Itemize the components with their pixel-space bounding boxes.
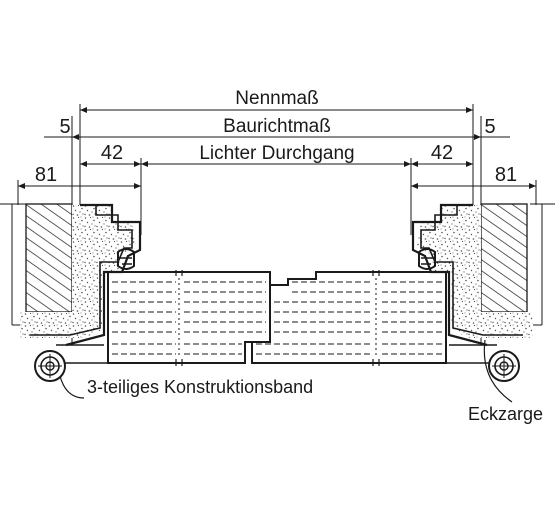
hinge-leader-line (59, 375, 85, 399)
right-masonry-wall (480, 203, 528, 313)
right-42-label: 42 (431, 142, 453, 164)
right-door-leaf (251, 271, 447, 364)
lichter-durchgang-label: Lichter Durchgang (199, 143, 354, 164)
frame-leader-line (483, 339, 513, 403)
right-81-label: 81 (495, 164, 517, 186)
left-42-label: 42 (101, 142, 123, 164)
left-hinge (34, 344, 108, 382)
frame-callout: Eckzarge (468, 404, 543, 424)
right-door-seal (418, 248, 436, 270)
left-masonry-wall (25, 203, 73, 313)
left-5-label: 5 (59, 116, 70, 138)
left-81-label: 81 (35, 164, 57, 186)
nennmass-label: Nennmaß (235, 88, 318, 109)
right-hinge (446, 344, 520, 382)
door-leaves (107, 270, 447, 366)
left-door-leaf (107, 271, 271, 364)
right-wall-assembly (411, 203, 555, 347)
left-door-seal (117, 248, 135, 270)
left-wall-assembly (0, 203, 142, 347)
hinge-callout: 3-teiliges Konstruktionsband (87, 377, 313, 397)
baurichtmass-label: Baurichtmaß (223, 116, 331, 137)
left-mortar-fill (20, 205, 136, 338)
right-5-label: 5 (484, 116, 495, 138)
right-mortar-fill (417, 205, 533, 338)
